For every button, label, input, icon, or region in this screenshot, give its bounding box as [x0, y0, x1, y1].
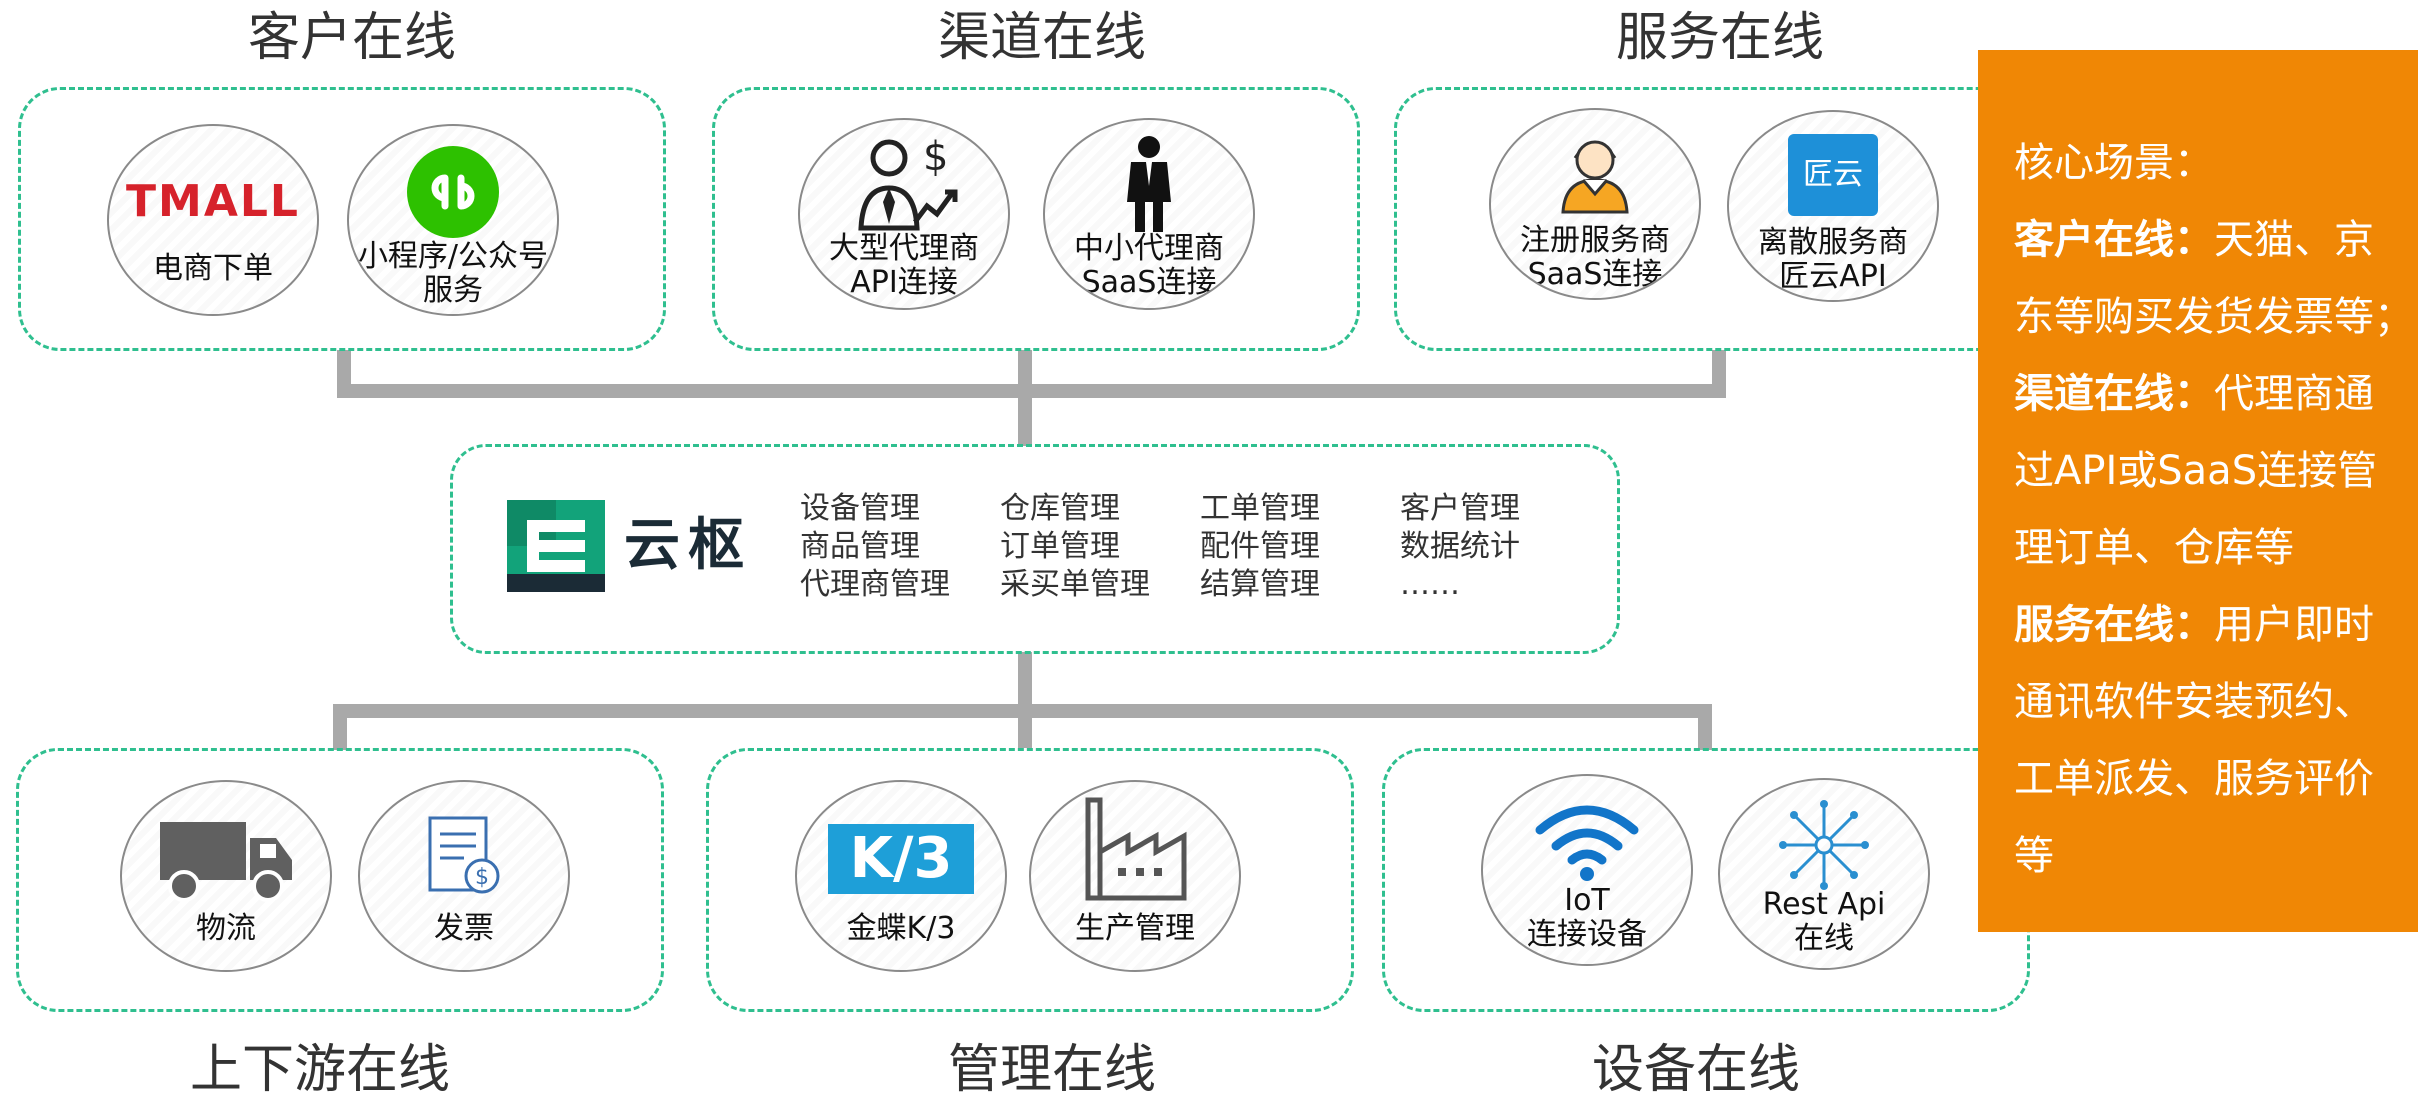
module-customer-management: 客户管理 — [1400, 491, 1520, 526]
panel-customer-online-label: 客户在线： — [2014, 217, 2214, 263]
node-invoice: $ 发票 — [358, 780, 570, 972]
panel-line-6-text: 用户即时 — [2214, 602, 2374, 648]
tmall-logo: TMALL — [126, 176, 300, 227]
group-title-service-online: 服务在线 — [1615, 8, 1824, 68]
connector-bottom-bar — [333, 704, 1712, 718]
panel-line-1: 客户在线：天猫、京 — [2014, 202, 2418, 279]
node-label-small-agent-2: SaaS连接 — [1081, 265, 1217, 300]
platform-box — [450, 444, 1620, 654]
node-label-kingdee: 金蝶K/3 — [846, 911, 956, 946]
node-kingdee: K/3 金蝶K/3 — [795, 780, 1007, 972]
group-title-management-online: 管理在线 — [947, 1040, 1156, 1100]
invoice-document-icon: $ — [424, 814, 504, 904]
panel-line-5: 理订单、仓库等 — [2014, 525, 2294, 571]
node-production: 生产管理 — [1029, 780, 1241, 972]
module-more: …… — [1400, 567, 1460, 602]
module-purchase-order-management: 采买单管理 — [1000, 567, 1150, 602]
network-burst-icon — [1779, 800, 1869, 894]
kingdee-logo-text: K/3 — [849, 826, 953, 891]
jiangyun-logo-text: 匠云 — [1803, 157, 1863, 192]
kingdee-logo-icon: K/3 — [828, 824, 974, 894]
node-label-mini-program-2: 服务 — [423, 273, 483, 308]
node-mini-program: 小程序/公众号 服务 — [347, 124, 559, 316]
panel-line-3: 渠道在线：代理商通 — [2014, 356, 2418, 433]
node-iot: IoT 连接设备 — [1481, 774, 1693, 966]
connector-bottom-left — [333, 704, 347, 750]
node-label-rest-1: Rest Api — [1762, 887, 1886, 922]
group-box-device-online — [1382, 748, 2030, 1012]
group-title-channel-online: 渠道在线 — [937, 8, 1146, 68]
node-label-iot-1: IoT — [1564, 883, 1610, 918]
group-box-upstream-online — [16, 748, 664, 1012]
module-order-management: 订单管理 — [1000, 529, 1120, 564]
group-box-channel-online — [712, 87, 1360, 351]
node-label-mini-program-1: 小程序/公众号 — [357, 239, 549, 274]
connector-top-bar — [337, 384, 1726, 398]
factory-icon — [1080, 796, 1190, 906]
connector-bottom-middle — [1018, 652, 1032, 748]
node-rest-api: Rest Api 在线 — [1718, 778, 1930, 970]
panel-line-7: 通讯软件安装预约、 — [2014, 679, 2374, 725]
brand-name: 云枢 — [624, 513, 752, 578]
module-agent-management: 代理商管理 — [800, 567, 950, 602]
node-label-scattered-sp-2: 匠云API — [1779, 259, 1887, 294]
node-label-production: 生产管理 — [1075, 911, 1195, 946]
node-label-registered-sp-1: 注册服务商 — [1520, 223, 1670, 258]
node-label-iot-2: 连接设备 — [1527, 917, 1647, 952]
node-label-rest-2: 在线 — [1794, 921, 1854, 956]
panel-line-9: 等 — [2014, 833, 2054, 879]
node-scattered-sp: 匠云 离散服务商 匠云API — [1727, 110, 1939, 302]
node-small-agent: 中小代理商 SaaS连接 — [1043, 118, 1255, 310]
module-work-order-management: 工单管理 — [1200, 491, 1320, 526]
node-label-ecommerce: 电商下单 — [153, 251, 273, 286]
group-box-management-online — [706, 748, 1354, 1012]
jiangyun-logo-icon: 匠云 — [1788, 134, 1878, 216]
panel-channel-online-label: 渠道在线： — [2014, 371, 2214, 417]
panel-line-2: 东等购买发货发票等； — [2014, 294, 2414, 340]
panel-line-3-text: 代理商通 — [2214, 371, 2374, 417]
connector-top-middle — [1018, 350, 1032, 446]
wifi-icon — [1532, 802, 1642, 886]
module-settlement-management: 结算管理 — [1200, 567, 1320, 602]
panel-heading: 核心场景： — [2014, 140, 2214, 186]
group-title-upstream-online: 上下游在线 — [189, 1040, 450, 1100]
panel-line-1-text: 天猫、京 — [2214, 217, 2374, 263]
panel-line-4: 过API或SaaS连接管 — [2014, 448, 2378, 494]
group-title-device-online: 设备在线 — [1591, 1040, 1800, 1100]
node-large-agent: $ 大型代理商 API连接 — [798, 118, 1010, 310]
node-ecommerce: TMALL 电商下单 — [107, 124, 319, 316]
node-label-small-agent-1: 中小代理商 — [1074, 231, 1224, 266]
module-warehouse-management: 仓库管理 — [1000, 491, 1120, 526]
module-parts-management: 配件管理 — [1200, 529, 1320, 564]
module-device-management: 设备管理 — [800, 491, 920, 526]
panel-line-6: 服务在线：用户即时 — [2014, 587, 2418, 664]
node-label-large-agent-2: API连接 — [850, 265, 958, 300]
service-worker-icon — [1555, 128, 1635, 218]
person-suit-icon — [1119, 134, 1179, 238]
svg-text:$: $ — [923, 136, 948, 180]
core-scenarios-panel: 核心场景： 客户在线：天猫、京 东等购买发货发票等； 渠道在线：代理商通 过AP… — [1978, 50, 2418, 932]
module-product-management: 商品管理 — [800, 529, 920, 564]
svg-text:$: $ — [475, 865, 489, 890]
node-label-registered-sp-2: SaaS连接 — [1527, 257, 1663, 292]
mini-program-icon — [405, 144, 501, 244]
node-label-scattered-sp-1: 离散服务商 — [1758, 225, 1908, 260]
node-logistics: 物流 — [120, 780, 332, 972]
connector-bottom-right — [1698, 704, 1712, 750]
panel-service-online-label: 服务在线： — [2014, 602, 2214, 648]
node-label-invoice: 发票 — [434, 911, 494, 946]
businessman-dollar-icon: $ — [849, 134, 959, 240]
group-box-customer-online — [18, 87, 666, 351]
node-label-logistics: 物流 — [196, 911, 256, 946]
group-title-customer-online: 客户在线 — [247, 8, 456, 68]
node-registered-sp: 注册服务商 SaaS连接 — [1489, 108, 1701, 300]
panel-line-8: 工单派发、服务评价 — [2014, 756, 2374, 802]
module-data-statistics: 数据统计 — [1400, 529, 1520, 564]
yunshu-logo-icon — [507, 500, 605, 596]
node-label-large-agent-1: 大型代理商 — [829, 231, 979, 266]
truck-icon — [156, 818, 296, 908]
